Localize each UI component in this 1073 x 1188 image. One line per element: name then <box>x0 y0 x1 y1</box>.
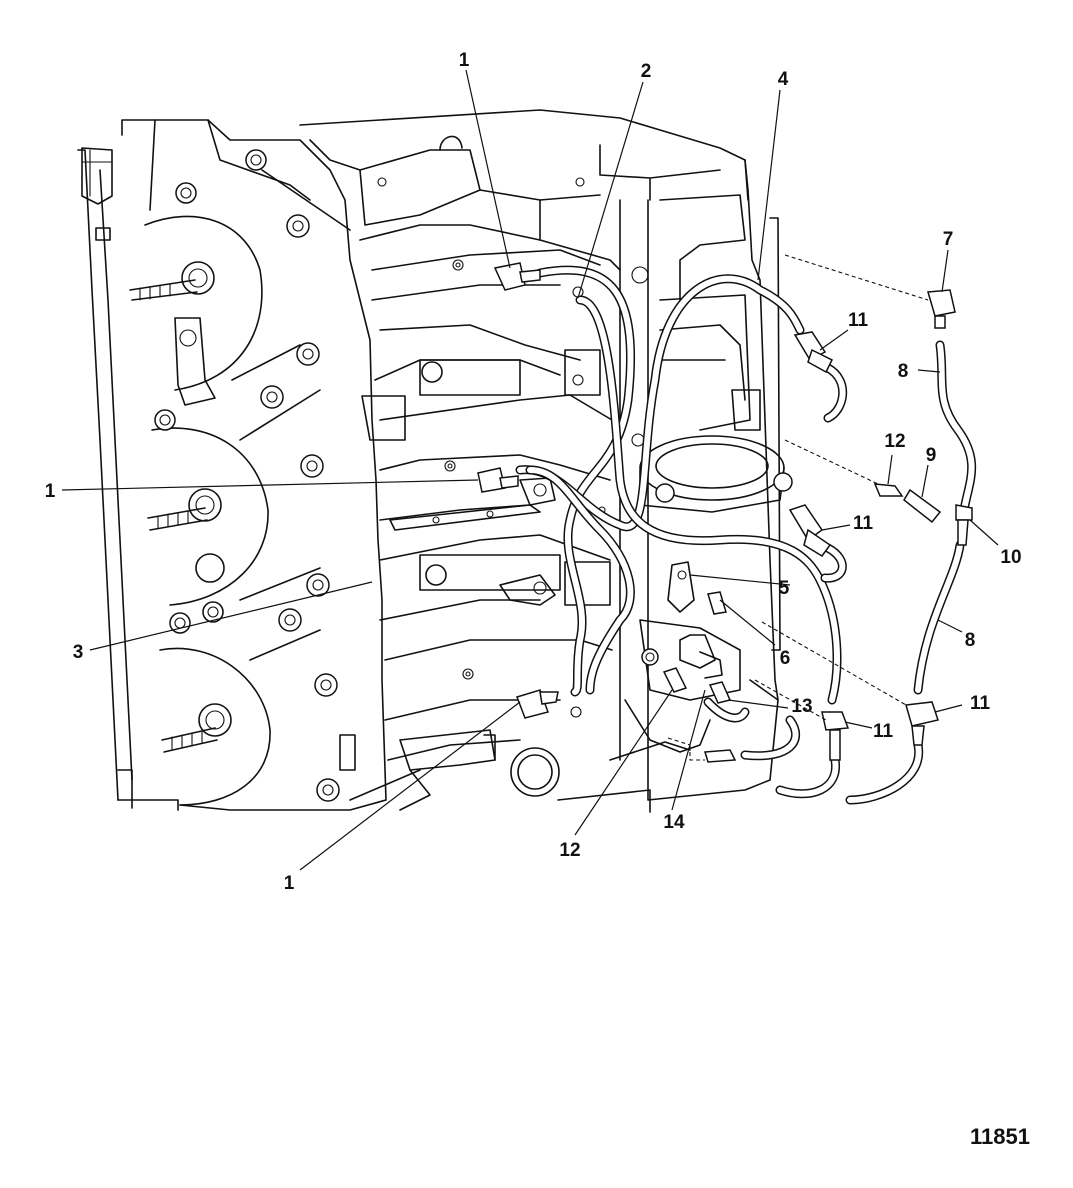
callout-14: 14 <box>663 812 685 833</box>
leader-13 <box>727 699 789 709</box>
engine-block-drawing <box>77 109 793 813</box>
leader-7 <box>941 249 949 293</box>
callout-1-top: 1 <box>459 50 470 71</box>
callout-labels: 1 2 4 7 11 8 12 9 1 11 10 5 8 3 6 11 13 … <box>45 50 1022 894</box>
callout-1-bottom: 1 <box>284 873 295 894</box>
callout-8-upper: 8 <box>898 361 909 382</box>
callout-5: 5 <box>779 578 790 599</box>
leader-4 <box>757 89 781 281</box>
leader-1b <box>61 479 479 491</box>
callout-12-upper: 12 <box>884 431 905 452</box>
callout-2: 2 <box>641 61 652 82</box>
leader-6 <box>719 599 776 646</box>
leader-10 <box>969 519 999 546</box>
head-bolts <box>154 149 340 802</box>
leader-lines <box>61 69 999 871</box>
leader-11b <box>821 524 851 531</box>
callout-11-upper: 11 <box>848 310 869 331</box>
leader-1a <box>465 69 511 269</box>
leader-3 <box>89 581 373 651</box>
callout-8-lower: 8 <box>965 630 976 651</box>
leader-14 <box>671 689 706 811</box>
callout-4: 4 <box>778 69 789 90</box>
leader-2 <box>577 81 644 299</box>
callout-11-lower-left: 11 <box>873 721 894 742</box>
leader-8b <box>937 619 963 633</box>
leader-12a <box>887 454 893 485</box>
leader-9 <box>921 464 929 498</box>
leader-11d <box>934 704 963 713</box>
hoses <box>515 265 977 805</box>
leader-5 <box>689 574 791 586</box>
leader-11a <box>819 329 849 351</box>
leader-8a <box>917 369 941 373</box>
callout-1-mid: 1 <box>45 481 56 502</box>
callout-6: 6 <box>780 648 791 669</box>
callout-7: 7 <box>943 229 954 250</box>
callout-10: 10 <box>1000 547 1021 568</box>
callout-11-lower-right: 11 <box>970 693 991 714</box>
callout-12-lower: 12 <box>559 840 580 861</box>
leader-12b <box>574 689 673 836</box>
callout-3: 3 <box>73 642 84 663</box>
callout-9: 9 <box>926 445 937 466</box>
leader-11c <box>844 721 873 729</box>
leader-1c <box>299 701 521 871</box>
figure-number: 11851 <box>970 1124 1030 1149</box>
callout-11-mid: 11 <box>853 513 874 534</box>
fittings <box>477 262 973 763</box>
callout-13: 13 <box>791 696 812 717</box>
